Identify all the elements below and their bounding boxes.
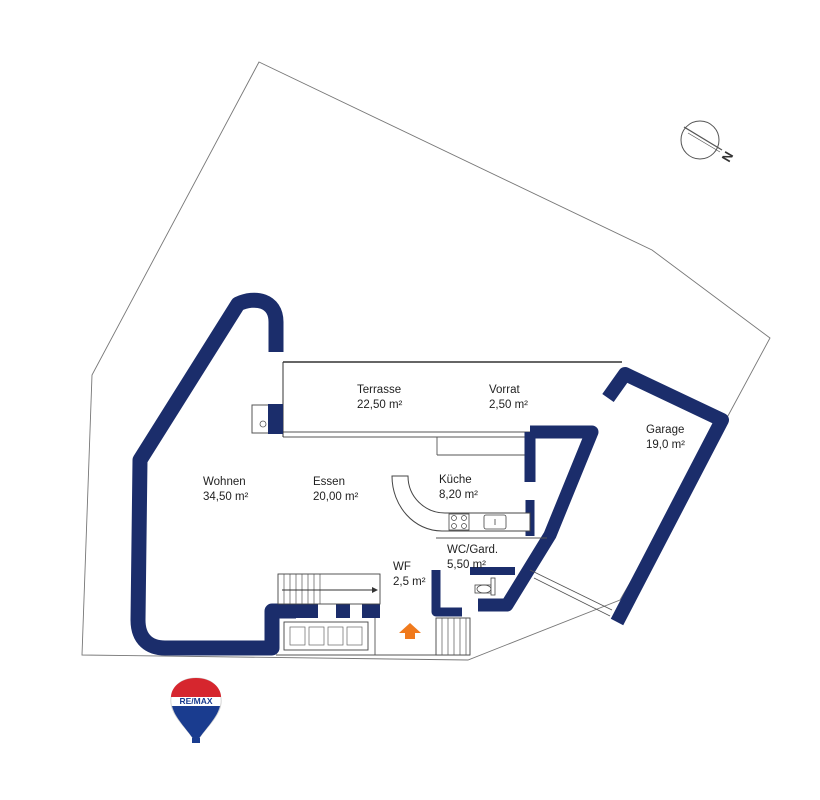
room-area: 22,50 m² — [357, 399, 403, 411]
entrance-arrow-icon — [399, 623, 421, 639]
room-name: Garage — [646, 424, 684, 436]
wall-segment — [336, 604, 350, 618]
main-exterior-wall — [130, 292, 296, 656]
room-wc: WC/Gard. 5,50 m² — [447, 544, 498, 571]
wc-wall — [431, 570, 462, 617]
room-vorrat: Vorrat 2,50 m² — [489, 384, 528, 411]
toilet-icon — [474, 577, 496, 596]
room-area: 2,50 m² — [489, 399, 528, 411]
room-area: 5,50 m² — [447, 559, 486, 571]
room-name: Terrasse — [357, 384, 401, 396]
room-name: Essen — [313, 476, 345, 488]
north-label: N — [719, 149, 737, 165]
kitchen-wc-wall — [478, 425, 599, 612]
room-area: 20,00 m² — [313, 491, 359, 503]
room-name: Küche — [439, 474, 472, 486]
kitchen-counter — [391, 475, 531, 532]
entry-cabinets — [276, 618, 470, 656]
room-name: Wohnen — [203, 476, 246, 488]
staircase — [277, 573, 381, 605]
wall-segment — [296, 604, 318, 618]
garage-wall — [602, 367, 729, 626]
remax-logo: RE/MAX — [170, 677, 222, 743]
wall-segment-terrace-door — [268, 404, 283, 434]
room-garage: Garage 19,0 m² — [646, 424, 685, 451]
room-wohnen: Wohnen 34,50 m² — [203, 476, 249, 503]
terrace-outline — [282, 361, 622, 456]
room-area: 19,0 m² — [646, 439, 685, 451]
room-wf: WF 2,5 m² — [393, 561, 426, 588]
room-essen: Essen 20,00 m² — [313, 476, 359, 503]
room-kueche: Küche 8,20 m² — [439, 474, 478, 501]
north-compass: N — [680, 120, 737, 165]
room-area: 34,50 m² — [203, 491, 249, 503]
room-area: 2,5 m² — [393, 576, 426, 588]
wall-segment — [362, 604, 380, 618]
room-terrasse: Terrasse 22,50 m² — [357, 384, 403, 411]
room-area: 8,20 m² — [439, 489, 478, 501]
property-boundary — [81, 61, 771, 661]
room-name: WF — [393, 561, 411, 573]
entrance-steps — [435, 617, 471, 656]
room-name: Vorrat — [489, 384, 520, 396]
room-name: WC/Gard. — [447, 544, 498, 556]
remax-logo-text: RE/MAX — [179, 696, 212, 706]
